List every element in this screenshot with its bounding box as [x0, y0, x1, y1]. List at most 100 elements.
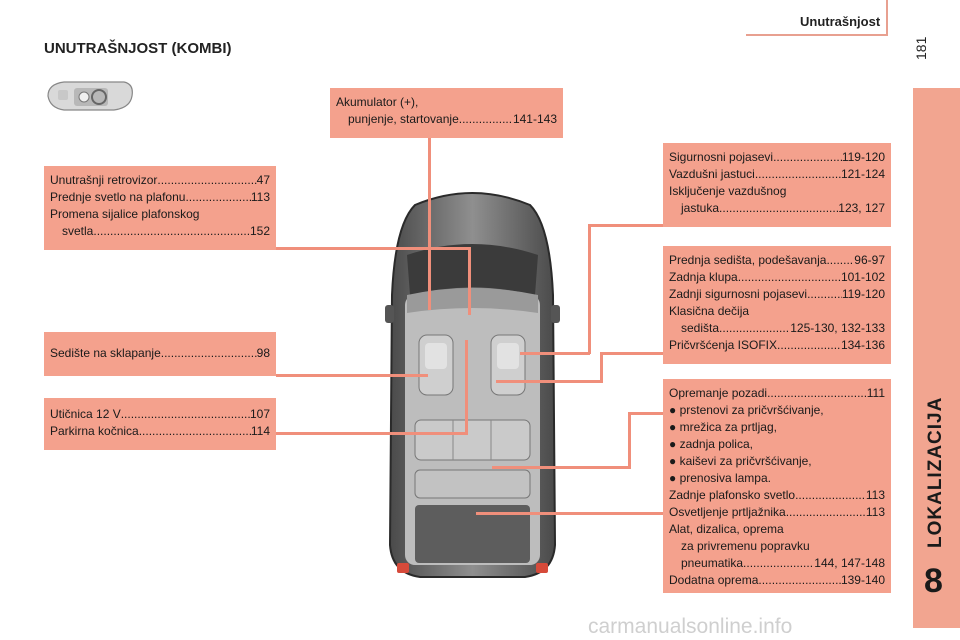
row-label: pneumatika: [681, 556, 744, 570]
row-label: ● prenosiva lampa.: [669, 471, 771, 485]
row-label: ● mrežica za prtljag,: [669, 420, 777, 434]
connector-line: [468, 247, 471, 315]
toc-row: Zadnji sigurnosni pojasevi 119-120: [669, 286, 885, 303]
toc-row: ● mrežica za prtljag,: [669, 419, 885, 436]
toc-row: Promena sijalice plafonskog: [50, 206, 270, 223]
toc-row: Unutrašnji retrovizor 47: [50, 172, 270, 189]
row-label: Akumulator (+),: [336, 95, 419, 109]
row-page: 107: [249, 407, 270, 421]
row-label: ● prstenovi za pričvršćivanje,: [669, 403, 824, 417]
row-page: 134-136: [840, 338, 885, 352]
dashboard-thumbnail-icon: [47, 81, 133, 111]
connector-line: [588, 224, 591, 354]
toc-row: pneumatika 144, 147-148: [669, 555, 885, 572]
connector-line: [476, 512, 664, 515]
toc-row: ● prstenovi za pričvršćivanje,: [669, 402, 885, 419]
connector-line: [465, 340, 468, 435]
row-label: Promena sijalice plafonskog: [50, 207, 200, 221]
toc-row: Pričvršćenja ISOFIX 134-136: [669, 337, 885, 354]
row-label: Prednje svetlo na plafonu: [50, 190, 186, 204]
row-page: 152: [249, 224, 270, 238]
toc-row: Prednje svetlo na plafonu 113: [50, 189, 270, 206]
row-label: Opremanje pozadi: [669, 386, 768, 400]
header-rule: [746, 34, 886, 36]
row-page: 96-97: [854, 253, 885, 267]
toc-row: Opremanje pozadi 111: [669, 385, 885, 402]
row-label: Klasična dečija: [669, 304, 750, 318]
toc-row: ● prenosiva lampa.: [669, 470, 885, 487]
row-label: Utičnica 12 V: [50, 407, 121, 421]
row-page: 113: [865, 488, 885, 502]
row-page: 141-143: [512, 112, 557, 126]
rear-equipment-box: Opremanje pozadi 111 ● prstenovi za pričv…: [663, 379, 891, 593]
battery-box: Akumulator (+), punjenje, startovanje141…: [330, 88, 563, 138]
toc-row: za privremenu popravku: [669, 538, 885, 555]
folding-seat-box: Sedište na sklapanje 98: [44, 332, 276, 376]
row-label: Vazdušni jastuci: [669, 167, 755, 181]
header-notch: [886, 0, 888, 36]
connector-line: [428, 138, 431, 310]
row-label: Unutrašnji retrovizor: [50, 173, 158, 187]
toc-row: Osvetljenje prtljažnika 113: [669, 504, 885, 521]
row-page: 101-102: [840, 270, 885, 284]
connector-line: [492, 466, 631, 469]
socket-box: Utičnica 12 V 107 Parkirna kočnica 114: [44, 398, 276, 450]
connector-line: [600, 352, 603, 382]
connector-line: [628, 412, 631, 468]
row-label: Sigurnosni pojasevi: [669, 150, 774, 164]
section-title: Unutrašnjost: [800, 14, 881, 29]
connector-line: [628, 412, 664, 415]
row-label: za privremenu popravku: [681, 539, 810, 553]
toc-row: svetla 152: [50, 223, 270, 240]
vehicle-top-view: [385, 192, 560, 578]
toc-row: Klasična dečija: [669, 303, 885, 320]
row-label: sedišta: [681, 321, 720, 335]
row-label: Dodatna oprema: [669, 573, 759, 587]
row-label: Zadnji sigurnosni pojasevi: [669, 287, 808, 301]
belts-box: Sigurnosni pojasevi 119-120 Vazdušni jast…: [663, 143, 891, 227]
toc-row: Sigurnosni pojasevi 119-120: [669, 149, 885, 166]
row-label: Pričvršćenja ISOFIX: [669, 338, 778, 352]
toc-row: Zadnja klupa 101-102: [669, 269, 885, 286]
watermark: carmanualsonline.info: [588, 615, 793, 638]
row-page: 111: [866, 386, 885, 400]
row-page: 113: [250, 190, 270, 204]
row-label: svetla: [62, 224, 94, 238]
toc-row: ● zadnja polica,: [669, 436, 885, 453]
row-page: 119-120: [841, 287, 885, 301]
row-label: Osvetljenje prtljažnika: [669, 505, 786, 519]
row-label: Zadnja klupa: [669, 270, 738, 284]
connector-line: [276, 432, 466, 435]
toc-row: sedišta125-130, 132-133: [669, 320, 885, 337]
row-page: 119-120: [841, 150, 885, 164]
toc-row: Alat, dizalica, oprema: [669, 521, 885, 538]
connector-line: [496, 380, 603, 383]
toc-row: Utičnica 12 V 107: [50, 406, 270, 423]
toc-row: Sedište na sklapanje 98: [50, 345, 270, 362]
row-label: Zadnje plafonsko svetlo: [669, 488, 796, 502]
toc-row: Dodatna oprema 139-140: [669, 572, 885, 589]
page-number: 181: [913, 36, 929, 60]
toc-row: Akumulator (+),: [336, 94, 557, 111]
row-page: 98: [256, 346, 270, 360]
toc-row: Zadnje plafonsko svetlo 113: [669, 487, 885, 504]
row-page: 139-140: [840, 573, 885, 587]
chapter-label: LOKALIZACIJA: [925, 396, 946, 548]
connector-line: [520, 352, 590, 355]
toc-row: jastuka123, 127: [669, 200, 885, 217]
row-page: 144, 147-148: [814, 556, 885, 570]
chapter-number: 8: [924, 562, 943, 600]
row-page: 47: [256, 173, 270, 187]
row-label: ● zadnja polica,: [669, 437, 753, 451]
page-title: UNUTRAŠNJOST (KOMBI): [44, 40, 232, 57]
row-label: Parkirna kočnica: [50, 424, 139, 438]
row-page: 114: [250, 424, 270, 438]
row-label: Alat, dizalica, oprema: [669, 522, 784, 536]
chapter-side-band: [913, 88, 960, 628]
row-label: jastuka: [681, 201, 720, 215]
connector-line: [276, 247, 470, 250]
row-label: ● kaiševi za pričvršćivanje,: [669, 454, 812, 468]
toc-row: Isključenje vazdušnog: [669, 183, 885, 200]
row-page: 113: [865, 505, 885, 519]
row-label: Sedište na sklapanje: [50, 346, 161, 360]
